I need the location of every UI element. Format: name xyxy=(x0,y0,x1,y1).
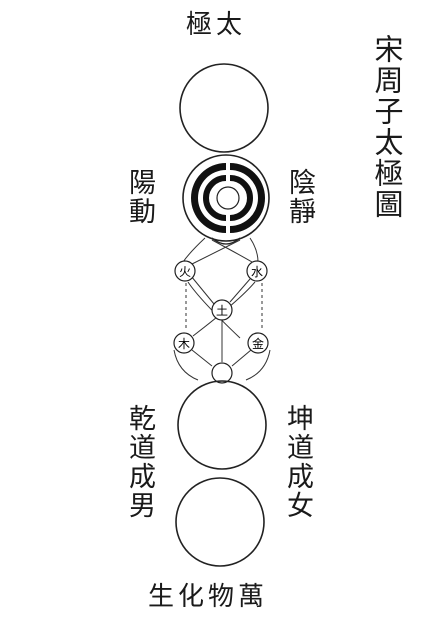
qiankun-circle xyxy=(177,380,267,470)
fire-label: 火 xyxy=(179,265,191,279)
earth-node: 土 xyxy=(211,299,233,321)
earth-label: 土 xyxy=(216,304,228,318)
wuji-circle xyxy=(179,63,269,153)
label-qian-dao: 乾道成男 xyxy=(124,404,155,520)
side-title: 宋周子太極圖 xyxy=(370,34,404,220)
water-node: 水 xyxy=(246,260,268,282)
yinyang-circle xyxy=(182,154,270,245)
label-kun-dao: 坤道成女 xyxy=(282,404,313,520)
wanwu-circle xyxy=(175,477,265,567)
top-title: 極太 xyxy=(186,10,247,40)
five-phase-lines xyxy=(173,237,271,381)
water-label: 水 xyxy=(251,265,263,279)
wood-node: 木 xyxy=(173,332,195,354)
label-yang-dong: 陽動 xyxy=(124,168,155,226)
label-yin-jing: 陰靜 xyxy=(284,168,315,226)
fire-node: 火 xyxy=(174,260,196,282)
wood-label: 木 xyxy=(178,337,190,351)
metal-label: 金 xyxy=(252,336,264,351)
metal-node: 金 xyxy=(247,332,269,354)
junction-circle xyxy=(211,362,233,384)
bottom-title: 生化物萬 xyxy=(148,582,269,612)
